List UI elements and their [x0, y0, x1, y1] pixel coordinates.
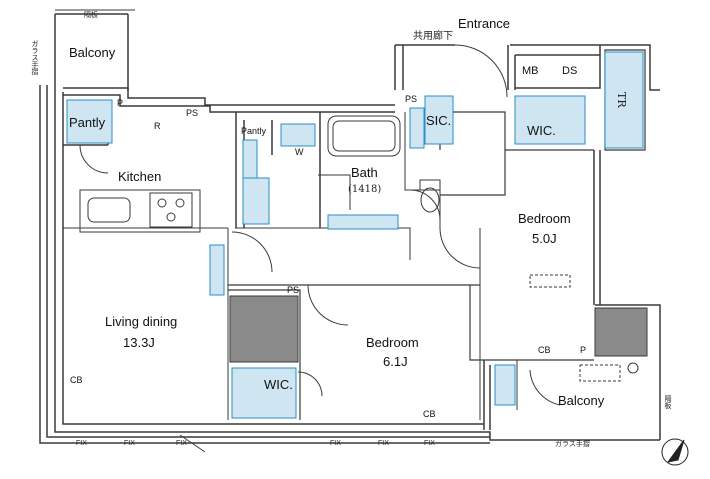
- wic-top-label: WIC.: [527, 123, 556, 138]
- outer-wall-inner: [62, 92, 484, 425]
- fix-label: FIX: [124, 440, 135, 447]
- stove-icon: [149, 192, 193, 228]
- column-center: [229, 295, 299, 363]
- bath-size-label: (1418): [348, 184, 382, 195]
- bath-label: Bath: [351, 165, 378, 180]
- wic-bottom-storage: [231, 367, 297, 419]
- column-right: [594, 307, 648, 357]
- partition-top-label: 隔板: [84, 12, 98, 19]
- partition-right-label: 隔板: [664, 395, 671, 409]
- balcony-bottom-label: Balcony: [558, 393, 605, 408]
- balcony-top-wall: [54, 13, 129, 90]
- bedroom-right-label: Bedroom: [518, 211, 571, 226]
- cb-bottom-label: CB: [423, 409, 436, 419]
- tr-label: TR: [615, 92, 628, 108]
- kitchen-label: Kitchen: [118, 169, 162, 184]
- sic-label: SIC.: [426, 113, 452, 128]
- sink-icon: [87, 197, 131, 223]
- corridor-label: 共用廊下: [413, 31, 453, 42]
- pantly-left-label: Pantly: [69, 115, 106, 130]
- living-dining-label: Living dining: [105, 314, 178, 329]
- bedroom-center-label: Bedroom: [366, 335, 419, 350]
- ds-label: DS: [562, 65, 578, 77]
- pantly-small-label: Pantly: [241, 126, 267, 136]
- bedroom-center-size: 6.1J: [383, 354, 408, 369]
- r-label: R: [154, 121, 161, 131]
- left-rail: [39, 85, 490, 444]
- ps-sic-label: PS: [405, 94, 418, 104]
- tr-shaft: [604, 51, 644, 149]
- outer-wall: [54, 88, 660, 441]
- p-top-label: P: [117, 98, 124, 108]
- wic-bottom-label: WIC.: [264, 377, 293, 392]
- fix-label: FIX: [76, 440, 87, 447]
- p-bottom-label: P: [580, 345, 587, 355]
- compass-icon: [661, 438, 689, 466]
- left-rail-inner: [46, 85, 490, 438]
- cb-right-label: CB: [538, 345, 551, 355]
- mb-label: MB: [522, 65, 539, 77]
- ps-top-label: PS: [186, 108, 199, 118]
- fix-label: FIX: [424, 440, 435, 447]
- entrance-label: Entrance: [458, 16, 511, 31]
- pantly-storage: [66, 99, 113, 144]
- bathtub-icon: [327, 115, 401, 157]
- glass-rail-left-label: ガラス手摺: [31, 40, 38, 75]
- sic-storage: [424, 95, 454, 145]
- ps-wic-label: PS: [287, 285, 300, 295]
- living-dining-size: 13.3J: [123, 335, 155, 350]
- glass-rail-bottom-label: ガラス手摺: [555, 441, 590, 448]
- fix-label: FIX: [378, 440, 389, 447]
- kitchen-counter: [79, 189, 201, 233]
- w-label: W: [295, 147, 304, 157]
- fix-label: FIX: [176, 440, 187, 447]
- toilet-icon: [419, 179, 441, 213]
- fix-label: FIX: [330, 440, 341, 447]
- bedroom-right-size: 5.0J: [532, 231, 557, 246]
- balcony-top-label: Balcony: [69, 45, 116, 60]
- cb-left-label: CB: [70, 375, 83, 385]
- wic-top-storage: [514, 95, 586, 145]
